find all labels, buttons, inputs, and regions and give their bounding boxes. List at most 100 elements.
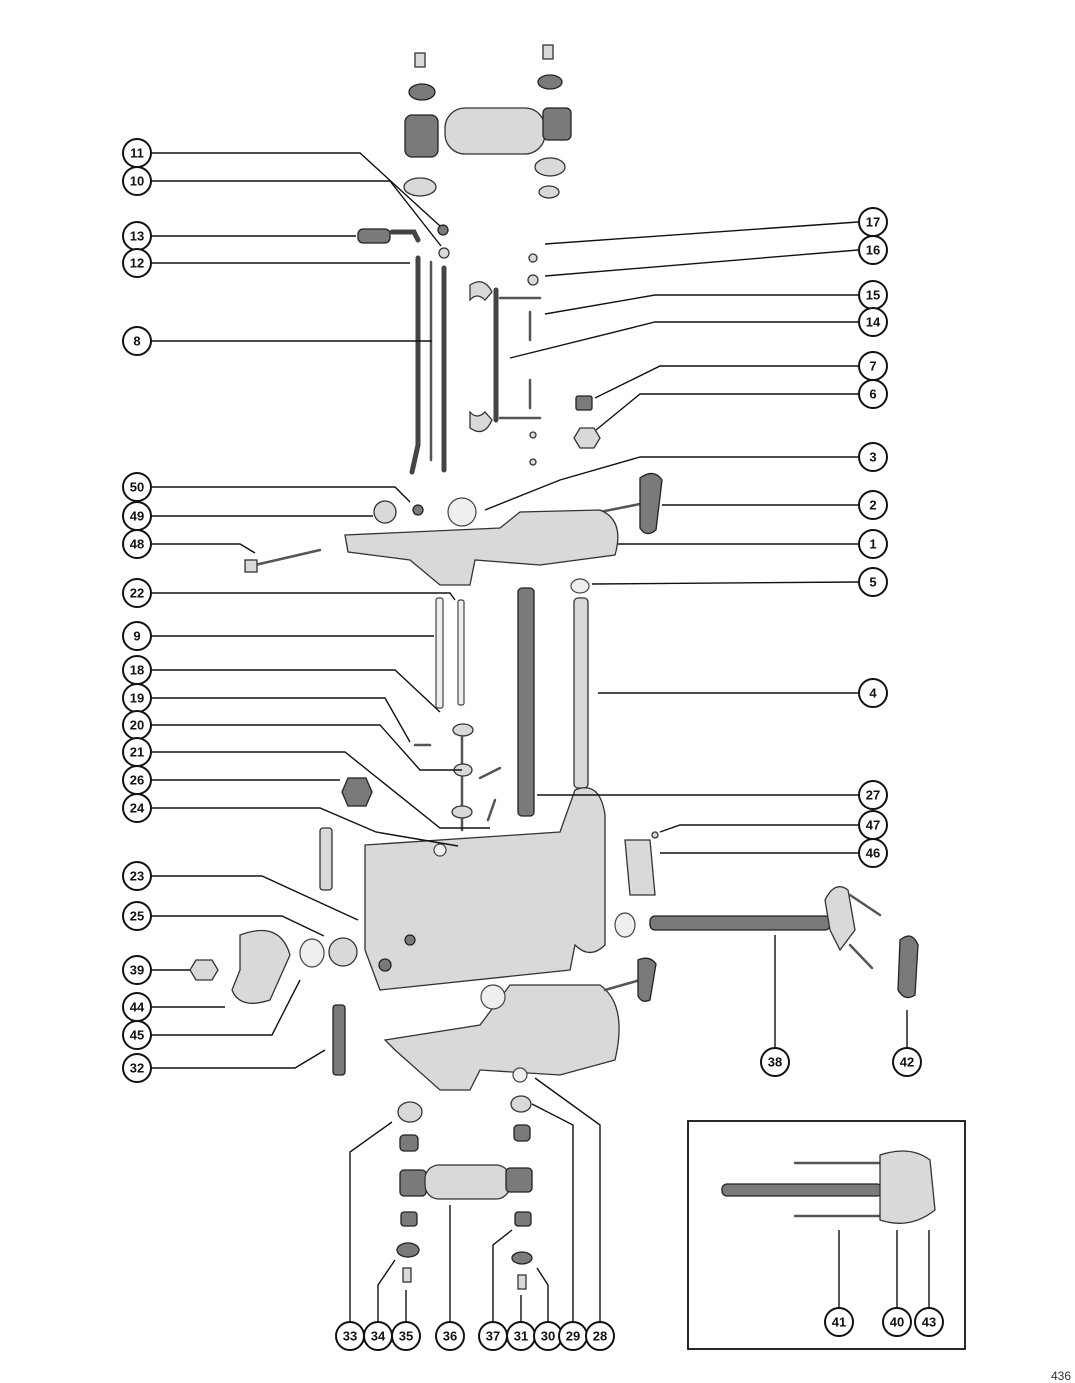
callout-9: 9 — [122, 621, 152, 651]
handle-screw — [598, 472, 663, 535]
swivel-bracket — [364, 787, 606, 991]
svg-text:4: 4 — [869, 686, 877, 701]
svg-text:44: 44 — [130, 1000, 145, 1015]
svg-text:1: 1 — [869, 537, 876, 552]
svg-text:36: 36 — [443, 1329, 457, 1344]
callout-5: 5 — [858, 567, 888, 597]
svg-text:34: 34 — [371, 1329, 386, 1344]
svg-text:41: 41 — [832, 1315, 846, 1330]
pin-32 — [332, 1004, 346, 1076]
lower-cylinder-assembly — [396, 1095, 533, 1290]
page-number: 436 — [1050, 1369, 1071, 1383]
svg-text:28: 28 — [593, 1329, 607, 1344]
callout-43: 43 — [914, 1307, 944, 1337]
bracket-assembly — [469, 253, 542, 466]
callout-46: 46 — [858, 838, 888, 868]
callout-45: 45 — [122, 1020, 152, 1050]
inset-frame — [687, 1120, 966, 1350]
svg-text:32: 32 — [130, 1061, 144, 1076]
callout-11: 11 — [122, 138, 152, 168]
svg-text:38: 38 — [768, 1055, 782, 1070]
callout-34: 34 — [363, 1321, 393, 1351]
lower-clamp-bracket — [383, 957, 657, 1091]
tube-27 — [517, 587, 535, 817]
callout-20: 20 — [122, 710, 152, 740]
svg-text:24: 24 — [130, 801, 145, 816]
svg-text:46: 46 — [866, 846, 880, 861]
svg-text:17: 17 — [866, 215, 880, 230]
svg-text:2: 2 — [869, 498, 876, 513]
svg-text:8: 8 — [133, 334, 140, 349]
svg-text:6: 6 — [869, 387, 876, 402]
callout-14: 14 — [858, 307, 888, 337]
o-ring-5 — [570, 578, 590, 594]
svg-text:35: 35 — [399, 1329, 413, 1344]
upper-clamp-bracket — [244, 497, 619, 586]
callout-13: 13 — [122, 221, 152, 251]
svg-text:7: 7 — [869, 359, 876, 374]
svg-text:21: 21 — [130, 745, 144, 760]
svg-text:48: 48 — [130, 537, 144, 552]
callout-12: 12 — [122, 248, 152, 278]
callout-3: 3 — [858, 442, 888, 472]
svg-text:26: 26 — [130, 773, 144, 788]
svg-text:25: 25 — [130, 909, 144, 924]
svg-text:31: 31 — [514, 1329, 528, 1344]
svg-text:18: 18 — [130, 663, 144, 678]
svg-text:29: 29 — [566, 1329, 580, 1344]
callout-39: 39 — [122, 955, 152, 985]
svg-text:40: 40 — [890, 1315, 904, 1330]
tilt-tube-assembly — [614, 886, 882, 970]
callout-4: 4 — [858, 678, 888, 708]
svg-text:22: 22 — [130, 586, 144, 601]
small-hardware-top — [357, 224, 450, 259]
parts-drawings — [189, 44, 919, 1290]
svg-text:30: 30 — [541, 1329, 555, 1344]
callout-38: 38 — [760, 1047, 790, 1077]
plate-46 — [624, 831, 659, 896]
svg-text:47: 47 — [866, 818, 880, 833]
callout-21: 21 — [122, 737, 152, 767]
svg-text:9: 9 — [133, 629, 140, 644]
callout-31: 31 — [506, 1321, 536, 1351]
callout-15: 15 — [858, 280, 888, 310]
callout-10: 10 — [122, 166, 152, 196]
plate-42 — [897, 935, 919, 999]
callout-23: 23 — [122, 861, 152, 891]
svg-text:50: 50 — [130, 480, 144, 495]
callout-7: 7 — [858, 351, 888, 381]
callout-33: 33 — [335, 1321, 365, 1351]
callout-49: 49 — [122, 501, 152, 531]
upper-mount-assembly — [403, 44, 572, 199]
pin-upper — [319, 827, 333, 891]
svg-text:23: 23 — [130, 869, 144, 884]
inset-detail — [687, 1120, 966, 1350]
svg-text:33: 33 — [343, 1329, 357, 1344]
callout-30: 30 — [533, 1321, 563, 1351]
svg-text:11: 11 — [130, 146, 144, 161]
callout-48: 48 — [122, 529, 152, 559]
svg-text:39: 39 — [130, 963, 144, 978]
leader-lines — [151, 152, 930, 1322]
callout-17: 17 — [858, 207, 888, 237]
svg-text:5: 5 — [869, 575, 876, 590]
callout-28: 28 — [585, 1321, 615, 1351]
svg-text:43: 43 — [922, 1315, 936, 1330]
callout-26: 26 — [122, 765, 152, 795]
tube-4 — [573, 597, 589, 789]
svg-text:16: 16 — [866, 243, 880, 258]
callout-41: 41 — [824, 1307, 854, 1337]
callout-16: 16 — [858, 235, 888, 265]
svg-text:3: 3 — [869, 450, 876, 465]
steering-rods — [409, 255, 447, 475]
callout-42: 42 — [892, 1047, 922, 1077]
cam-assembly — [189, 929, 358, 1004]
callout-24: 24 — [122, 793, 152, 823]
callout-6: 6 — [858, 379, 888, 409]
svg-text:42: 42 — [900, 1055, 914, 1070]
callout-18: 18 — [122, 655, 152, 685]
callout-32: 32 — [122, 1053, 152, 1083]
callout-44: 44 — [122, 992, 152, 1022]
callout-25: 25 — [122, 901, 152, 931]
